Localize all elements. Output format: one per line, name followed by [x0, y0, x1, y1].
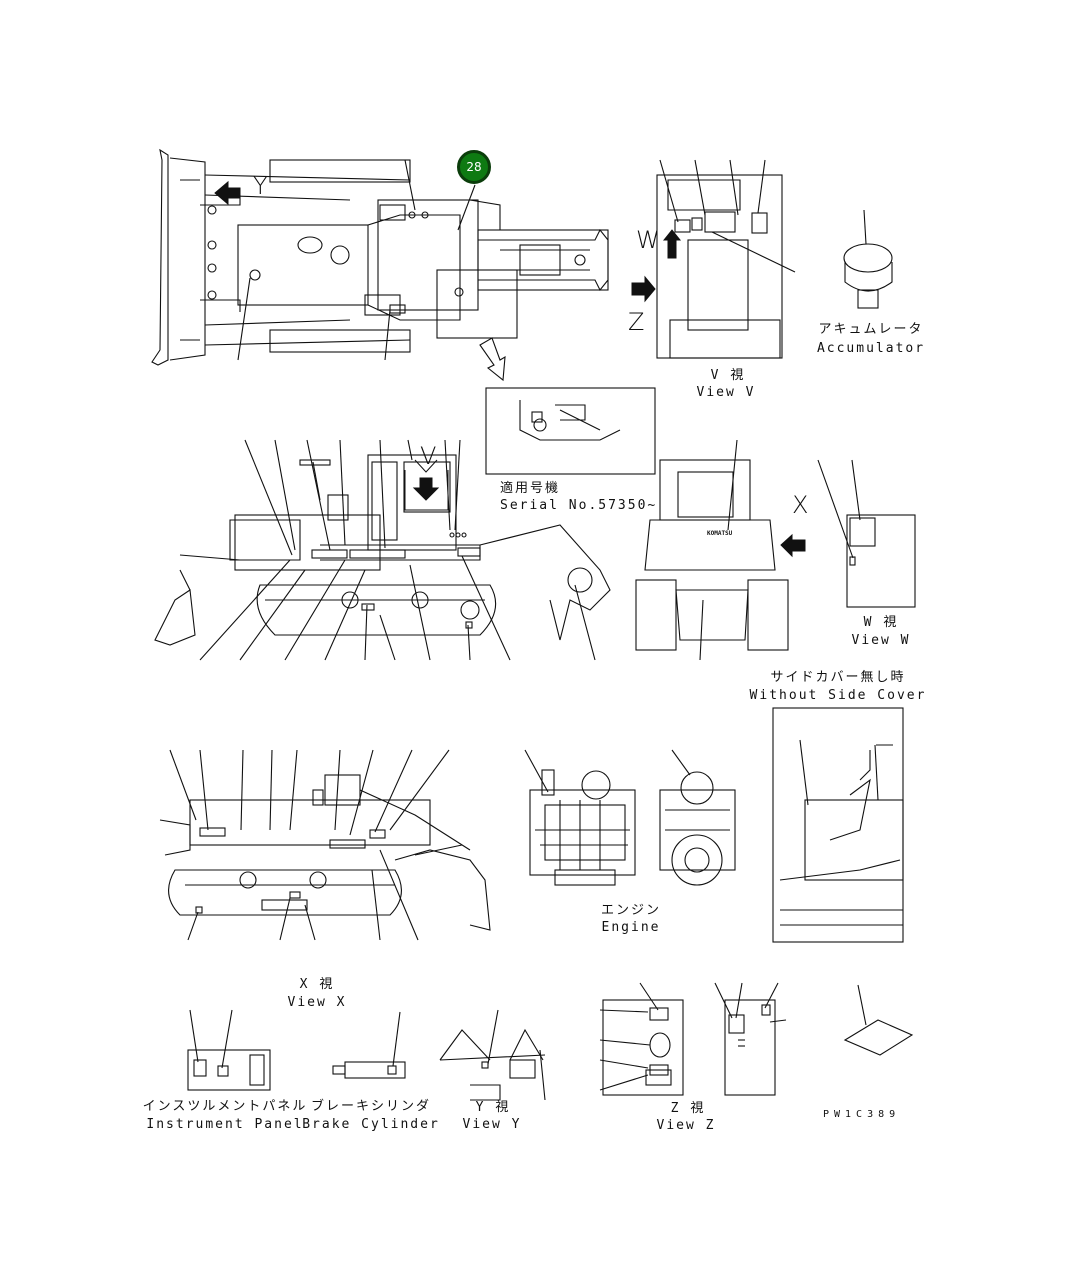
view-w-en: View W	[851, 633, 911, 648]
side-cover-en: Without Side Cover	[749, 688, 927, 703]
arrow-y-label: Y	[253, 172, 268, 200]
brake-cylinder-drawing	[332, 1011, 406, 1079]
view-x-en: View X	[287, 995, 347, 1010]
side-cover-jp: サイドカバー無し時	[770, 670, 906, 685]
rear-view-drawing	[635, 439, 789, 661]
arrow-z-label: Z	[628, 308, 645, 336]
side-cover-drawing	[772, 707, 904, 943]
arrow-v-icon	[412, 477, 440, 501]
view-v-en: View V	[696, 385, 756, 400]
instrument-panel-en: Instrument Panel	[146, 1117, 304, 1132]
brake-cylinder-en: Brake Cylinder	[302, 1117, 440, 1132]
brake-cylinder-jp: ブレーキシリンダ	[310, 1099, 432, 1114]
arrow-v-label: V	[420, 442, 437, 470]
engine-drawing	[524, 749, 736, 886]
accumulator-drawing	[843, 209, 893, 309]
callout-number: 28	[466, 160, 482, 174]
arrow-y-icon	[214, 180, 241, 206]
decal-sketch	[843, 984, 914, 1056]
view-w-drawing	[817, 459, 916, 608]
drawing-code: PW1C389	[823, 1109, 901, 1120]
serial-detail-inset	[485, 387, 656, 475]
callout-28-marker[interactable]: 28	[457, 150, 491, 184]
accumulator-jp: アキュムレータ	[818, 322, 924, 337]
view-v-jp: V 視	[710, 368, 746, 383]
view-w-jp: W 視	[863, 615, 899, 630]
view-v-drawing	[656, 159, 796, 359]
arrow-w-label: W	[636, 226, 660, 254]
brand-mark: KOMATSU	[707, 530, 733, 537]
top-view-drawing	[151, 148, 609, 366]
view-z-drawing	[599, 982, 787, 1096]
side-view-drawing	[154, 439, 611, 661]
view-z-en: View Z	[656, 1118, 716, 1133]
arrow-x-label: X	[792, 491, 809, 519]
detail-arrow	[479, 337, 506, 382]
engine-jp: エンジン	[600, 903, 662, 918]
instrument-panel-jp: インスツルメントパネル	[142, 1099, 308, 1114]
view-y-drawing	[439, 1009, 546, 1101]
serial-jp: 適用号機	[500, 481, 561, 496]
engine-en: Engine	[601, 920, 661, 935]
arrow-w-icon	[662, 229, 682, 259]
instrument-panel-drawing	[187, 1009, 271, 1091]
accumulator-en: Accumulator	[816, 341, 926, 356]
serial-en: Serial No.57350~	[500, 498, 658, 513]
arrow-z-icon	[631, 275, 656, 303]
view-x-drawing	[159, 749, 491, 941]
arrow-x-icon	[780, 533, 806, 558]
view-y-en: View Y	[462, 1117, 522, 1132]
view-z-jp: Z 視	[670, 1101, 706, 1116]
view-y-jp: Y 視	[475, 1100, 511, 1115]
view-x-jp: X 視	[299, 977, 335, 992]
